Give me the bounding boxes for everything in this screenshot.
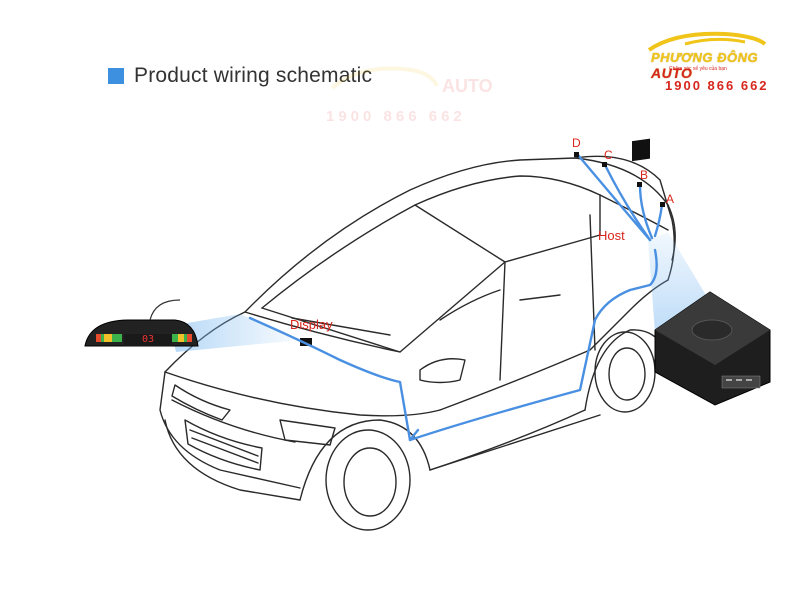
sensor-a-label: A	[666, 192, 675, 206]
diagram-header: Product wiring schematic	[108, 64, 372, 88]
sensor-b-marker	[637, 182, 642, 187]
host-module	[654, 291, 771, 406]
car-outline	[159, 155, 676, 531]
sensor-d-label: D	[572, 136, 581, 150]
logo-car-swoosh-icon	[647, 31, 767, 52]
sensor-a-marker	[660, 202, 665, 207]
sensor-c-label: C	[604, 148, 613, 162]
logo-tagline: Chăm sóc xế yêu của bạn	[669, 66, 727, 72]
bullet-square-icon	[108, 68, 124, 84]
host-label: Host	[598, 228, 625, 243]
brand-logo: PHƯƠNG ĐÔNG AUTO Chăm sóc xế yêu của bạn…	[645, 30, 795, 96]
host-in-car	[632, 138, 650, 162]
display-readout: 03	[124, 334, 172, 346]
sensor-d-marker	[574, 152, 579, 157]
logo-brand-text: PHƯƠNG ĐÔNG AUTO	[651, 50, 795, 81]
diagram-title: Product wiring schematic	[134, 64, 373, 87]
watermark-phone-text: 1900 866 662	[326, 108, 466, 125]
watermark-car-icon	[330, 66, 439, 90]
logo-brand-main: PHƯƠNG ĐÔNG	[651, 50, 759, 65]
sensor-c-marker	[602, 162, 607, 167]
watermark-auto-text: AUTO	[442, 76, 493, 96]
logo-brand-accent: AUTO	[651, 65, 693, 81]
display-label: Display	[290, 317, 333, 332]
logo-phone: 1900 866 662	[665, 78, 769, 93]
sensor-markers	[574, 152, 665, 207]
sensor-b-label: B	[640, 168, 649, 182]
display-in-car	[300, 338, 312, 346]
wiring-harness	[248, 153, 664, 442]
watermark-logo: AUTO 1900 866 662	[322, 58, 502, 128]
display-beam	[170, 314, 300, 352]
